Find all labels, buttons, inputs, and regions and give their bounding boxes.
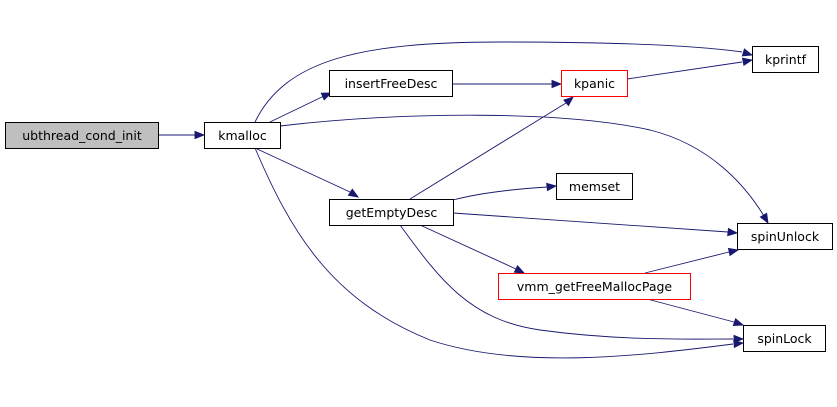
node-box[interactable] [204, 122, 281, 149]
arrowhead-icon [194, 130, 206, 140]
node-box[interactable] [329, 199, 454, 226]
node-box[interactable] [752, 46, 819, 73]
node-box[interactable] [5, 122, 159, 149]
node-ubthread_cond_init[interactable]: ubthread_cond_init [5, 122, 159, 149]
node-box[interactable] [737, 223, 833, 250]
node-insertFreeDesc[interactable]: insertFreeDesc [329, 70, 453, 97]
edge-line [399, 224, 734, 340]
arrowhead-icon [727, 227, 739, 237]
node-box[interactable] [743, 325, 826, 352]
edge-kmalloc-to-kprintf [254, 41, 754, 123]
edge-kmalloc-to-spinLock [254, 147, 745, 359]
node-kpanic[interactable]: kpanic [561, 70, 628, 97]
node-label: ubthread_cond_init [22, 128, 142, 143]
edge-line [419, 224, 517, 270]
edge-ubthread_cond_init-to-kmalloc [158, 130, 206, 140]
node-label: spinLock [757, 331, 812, 346]
node-label: kpanic [574, 76, 615, 91]
edge-kmalloc-to-spinUnlock [279, 114, 769, 225]
node-box[interactable] [498, 273, 691, 300]
node-label: insertFreeDesc [345, 76, 438, 91]
arrowhead-icon [727, 247, 740, 257]
node-spinLock[interactable]: spinLock [743, 325, 826, 352]
arrowhead-icon [513, 264, 526, 274]
edge-line [254, 147, 734, 359]
edges-layer [158, 41, 769, 359]
arrowhead-icon [320, 92, 333, 101]
edge-line [626, 61, 743, 80]
nodes-layer: ubthread_cond_init kmalloc insertFreeDesc g… [5, 46, 833, 352]
edge-kmalloc-to-insertFreeDesc [269, 92, 333, 123]
edge-line [644, 251, 730, 274]
edge-getEmptyDesc-to-spinLock [399, 224, 745, 344]
node-kmalloc[interactable]: kmalloc [204, 122, 281, 149]
arrowhead-icon [546, 182, 558, 192]
edge-vmm_getFreeMallocPage-to-spinUnlock [644, 247, 740, 274]
node-label: kprintf [765, 52, 807, 67]
node-label: spinUnlock [751, 229, 820, 244]
edge-line [409, 102, 567, 200]
node-box[interactable] [329, 70, 453, 97]
edge-getEmptyDesc-to-vmm_getFreeMallocPage [419, 224, 526, 274]
node-memset[interactable]: memset [556, 173, 633, 200]
node-getEmptyDesc[interactable]: getEmptyDesc [329, 199, 454, 226]
edge-kmalloc-to-getEmptyDesc [254, 147, 360, 198]
edge-line [254, 147, 351, 193]
edge-line [269, 95, 325, 123]
arrowhead-icon [347, 188, 360, 198]
node-kprintf[interactable]: kprintf [752, 46, 819, 73]
node-label: kmalloc [218, 128, 267, 143]
edge-line [646, 298, 735, 323]
arrowhead-icon [741, 48, 754, 57]
arrowhead-icon [741, 57, 754, 67]
edge-line [254, 41, 743, 123]
arrowhead-icon [551, 79, 563, 89]
node-label: memset [569, 179, 620, 194]
arrowhead-icon [733, 334, 745, 344]
node-spinUnlock[interactable]: spinUnlock [737, 223, 833, 250]
node-box[interactable] [556, 173, 633, 200]
arrowhead-icon [563, 96, 574, 107]
edge-getEmptyDesc-to-kpanic [409, 96, 574, 200]
node-label: getEmptyDesc [346, 205, 438, 220]
arrowhead-icon [759, 212, 769, 225]
node-label: vmm_getFreeMallocPage [517, 279, 673, 294]
edge-line [452, 212, 729, 233]
arrowhead-icon [732, 317, 745, 327]
edge-getEmptyDesc-to-spinUnlock [452, 212, 739, 237]
node-box[interactable] [561, 70, 628, 97]
edge-kpanic-to-kprintf [626, 57, 754, 80]
edge-line [279, 114, 765, 217]
edge-vmm_getFreeMallocPage-to-spinLock [646, 298, 745, 327]
edge-insertFreeDesc-to-kpanic [452, 79, 563, 89]
edge-line [452, 186, 548, 201]
edge-getEmptyDesc-to-memset [452, 182, 558, 201]
node-vmm_getFreeMallocPage[interactable]: vmm_getFreeMallocPage [498, 273, 691, 300]
